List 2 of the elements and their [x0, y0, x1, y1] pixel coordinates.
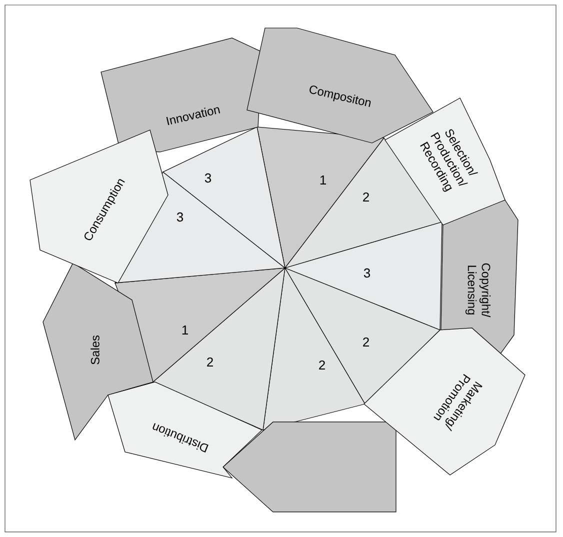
- tab-shape: [222, 422, 396, 512]
- label-tab: Innovation: [100, 38, 262, 152]
